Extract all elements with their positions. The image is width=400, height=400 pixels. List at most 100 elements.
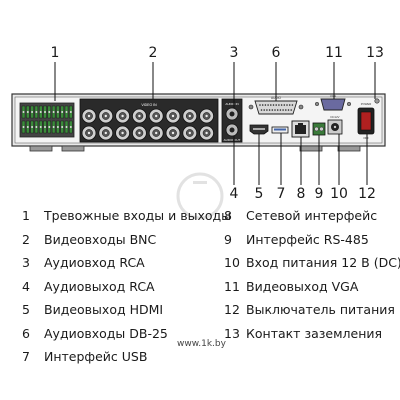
bnc-video-inputs: VIDEO IN: [79, 98, 219, 143]
dc-power-input: DC12V: [327, 115, 343, 135]
left-foot-2: [61, 145, 85, 152]
legend-text: Аудиовыход RCA: [44, 279, 155, 294]
legend-text: Видеовыход HDMI: [44, 302, 164, 317]
alarm-terminal-screw: [48, 111, 51, 113]
bnc-connector-pin: [121, 131, 124, 135]
alarm-terminal-screw: [26, 126, 29, 128]
power-label: POWER: [361, 102, 372, 106]
alarm-terminal-screw: [69, 126, 72, 128]
vga-screw-right: [346, 101, 352, 107]
db25-pin: [278, 104, 280, 106]
vga-label: VGA: [330, 94, 336, 98]
bnc-connector-pin: [155, 114, 158, 118]
bnc-connector-pin: [87, 131, 91, 135]
legend-text: Интерфейс RS-485: [246, 232, 369, 247]
alarm-terminal-screw: [39, 111, 42, 113]
legend-item-6: 6 Аудиовходы DB-25: [22, 327, 168, 341]
db25-pin: [274, 109, 276, 111]
callout-13: 13: [366, 45, 384, 61]
db25-pin: [280, 104, 283, 106]
db25-screw-left: [248, 104, 254, 110]
callout-11: 11: [325, 45, 343, 61]
alarm-terminal-screw: [56, 126, 59, 128]
alarm-terminal-screw: [35, 126, 38, 128]
alarm-terminal-screw: [61, 126, 64, 128]
db25-pin: [263, 109, 266, 111]
legend-text: Аудиовходы DB-25: [44, 326, 168, 341]
db25-pin: [260, 109, 263, 111]
alarm-terminal-screw: [48, 126, 51, 128]
hdmi-port: [249, 124, 269, 135]
usb-port: [271, 126, 289, 134]
db25-pin: [286, 104, 288, 106]
bnc-connector-pin: [205, 131, 208, 135]
db25-pin: [276, 109, 279, 111]
legend-text: Выключатель питания: [246, 302, 395, 317]
db25-pin: [264, 104, 267, 106]
db25-pin: [261, 104, 264, 106]
bnc-connector-pin: [171, 131, 175, 135]
alarm-terminal-screw: [31, 111, 34, 113]
legend-number: 4: [22, 279, 30, 294]
legend-text: Сетевой интерфейс: [246, 208, 378, 223]
legend-number: 8: [224, 208, 232, 223]
dc-in-label: DC12V: [330, 115, 339, 119]
bnc-connector-pin: [155, 131, 158, 135]
legend-item-11: 11 Видеовыход VGA: [224, 280, 358, 294]
db25-screw-right: [298, 104, 304, 110]
db25-pin: [291, 104, 294, 106]
callout-6: 6: [271, 45, 281, 61]
db25-pin: [285, 109, 287, 111]
callout-7: 7: [276, 186, 286, 202]
rs485-screw-a: [314, 126, 319, 132]
bnc-connector-pin: [87, 114, 91, 118]
db25-pin: [287, 109, 290, 111]
alarm-terminal-screw: [65, 126, 68, 128]
ground-terminal: [374, 98, 380, 104]
alarm-terminal-screw: [26, 111, 29, 113]
legend-item-3: 3 Аудиовход RCA: [22, 256, 145, 270]
legend-number: 12: [224, 302, 240, 317]
db25-pin: [275, 104, 278, 106]
alarm-terminal-screw: [22, 126, 25, 128]
db25-pin: [283, 104, 286, 106]
legend-number: 3: [22, 255, 30, 270]
db25-pin: [282, 109, 284, 111]
legend-text: Видеовыход VGA: [246, 279, 359, 294]
legend-number: 6: [22, 326, 30, 341]
right-foot: [299, 145, 323, 152]
left-foot: [29, 145, 53, 152]
legend-number: 1: [22, 208, 30, 223]
db25-pin: [288, 104, 291, 106]
alarm-terminal-screw: [22, 111, 25, 113]
legend-item-9: 9 Интерфейс RS-485: [224, 233, 369, 247]
alarm-terminal-screw: [61, 111, 64, 113]
legend-number: 10: [224, 255, 240, 270]
off-label: OFF: [363, 136, 369, 140]
legend-text: Аудиовход RCA: [44, 255, 145, 270]
alarm-terminal-screw: [31, 126, 34, 128]
bnc-connector-pin: [138, 114, 141, 118]
callout-8: 8: [296, 186, 306, 202]
power-switch: POWER OFF: [357, 102, 375, 140]
bnc-connector-pin: [188, 131, 191, 135]
legend-number: 13: [224, 326, 240, 341]
watermark-text: www.1k.by: [177, 339, 226, 349]
legend-item-12: 12 Выключатель питания: [224, 303, 395, 317]
alarm-terminal-screw: [39, 126, 42, 128]
callout-5: 5: [254, 186, 264, 202]
legend-number: 9: [224, 232, 232, 247]
legend-text: Интерфейс USB: [44, 349, 148, 364]
db25-pin: [279, 109, 282, 111]
legend-number: 11: [224, 279, 240, 294]
alarm-terminal-screw: [65, 111, 68, 113]
legend-text: Видеовходы BNC: [44, 232, 157, 247]
callout-10: 10: [330, 186, 348, 202]
bnc-connector-pin: [205, 114, 208, 118]
legend-text: Контакт заземления: [246, 326, 383, 341]
legend-item-8: 8 Сетевой интерфейс: [224, 209, 377, 223]
audio-rca-block: AUDIO IN AUDIO OUT: [221, 98, 243, 143]
